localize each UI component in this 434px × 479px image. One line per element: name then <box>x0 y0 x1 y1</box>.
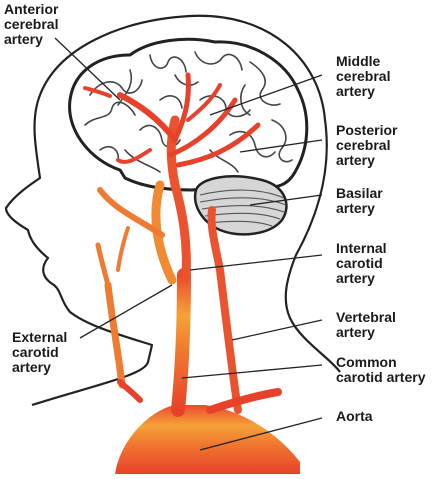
label-common-carotid-artery: Common carotid artery <box>336 354 426 385</box>
label-internal-carotid-artery: Internal carotid artery <box>336 240 387 286</box>
arteries <box>83 72 300 474</box>
brain <box>68 37 309 192</box>
label-anterior-cerebral-artery: Anterior cerebral artery <box>4 1 59 47</box>
label-posterior-cerebral-artery: Posterior cerebral artery <box>336 122 398 168</box>
leader-lines <box>54 37 323 451</box>
brain-folds <box>84 51 293 173</box>
label-basilar-artery: Basilar artery <box>336 185 383 216</box>
label-vertebral-artery: Vertebral artery <box>336 309 396 340</box>
label-external-carotid-artery: External carotid artery <box>12 329 68 375</box>
label-aorta: Aorta <box>336 408 373 424</box>
aorta-shape <box>115 405 300 474</box>
label-middle-cerebral-artery: Middle cerebral artery <box>336 53 391 99</box>
head-outline <box>4 14 341 407</box>
